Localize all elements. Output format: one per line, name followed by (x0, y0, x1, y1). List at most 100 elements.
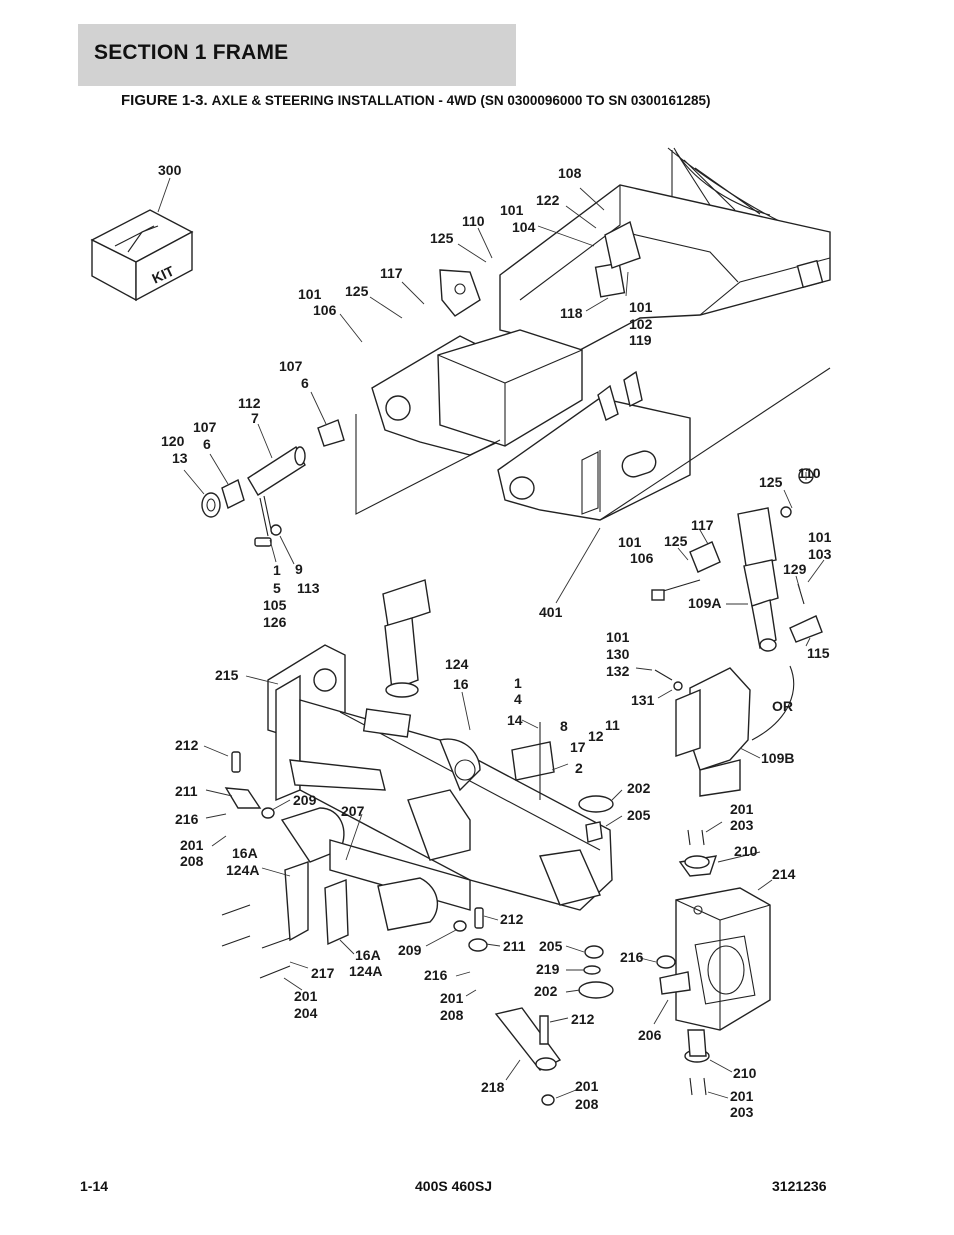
callout: 212 (175, 737, 199, 753)
callout: 216 (424, 967, 448, 983)
section-header: SECTION 1 FRAME (78, 24, 516, 86)
callout: 124A (226, 862, 259, 878)
callout: 4 (514, 691, 522, 707)
frame-assembly (355, 147, 831, 521)
callout: 132 (606, 663, 630, 679)
callout: 107 (279, 358, 303, 374)
callout: 1 (514, 675, 522, 691)
pivot-pin-parts (201, 419, 345, 547)
callout: 129 (783, 561, 807, 577)
leader-lines (157, 177, 825, 1099)
callout: 201 (294, 988, 318, 1004)
callout: 216 (620, 949, 644, 965)
callout: 217 (311, 965, 335, 981)
callout: 102 (629, 316, 653, 332)
callout: 2 (575, 760, 583, 776)
callout: 112 (238, 395, 261, 411)
callout: 106 (313, 302, 337, 318)
callout: 105 (263, 597, 287, 613)
callout: 16A (355, 947, 381, 963)
callout: 205 (539, 938, 563, 954)
callout: 202 (534, 983, 558, 999)
callout: 101 (618, 534, 642, 550)
callout: 125 (345, 283, 369, 299)
callout: 17 (570, 739, 586, 755)
callout: 101 (808, 529, 832, 545)
document-number: 3121236 (772, 1178, 827, 1194)
callout: 108 (558, 165, 582, 181)
callout: 125 (759, 474, 783, 490)
steering-knuckle (494, 829, 771, 1106)
callout: 126 (263, 614, 287, 630)
callout: 6 (301, 375, 309, 391)
callout: 8 (560, 718, 568, 734)
figure-caption: AXLE & STEERING INSTALLATION - 4WD (SN 0… (211, 93, 711, 108)
callout: 201 (575, 1078, 599, 1094)
callout: 103 (808, 546, 832, 562)
callout: 13 (172, 450, 188, 466)
callout: 210 (734, 843, 758, 859)
callout: 214 (772, 866, 796, 882)
callout: 211 (503, 938, 526, 954)
callout-labels: 300 108 122 110 101 104 125 117 101 106 … (158, 162, 832, 1120)
kit-box-icon: KIT (90, 209, 194, 302)
callout: 205 (627, 807, 651, 823)
callout: 300 (158, 162, 182, 178)
callout: 130 (606, 646, 630, 662)
callout: 16 (453, 676, 469, 692)
figure-number: FIGURE 1-3. (121, 92, 208, 109)
callout: 101 (606, 629, 630, 645)
or-label: OR (772, 698, 793, 714)
callout: 212 (571, 1011, 595, 1027)
callout: 14 (507, 712, 523, 728)
axle-assembly (221, 579, 614, 999)
callout: 107 (193, 419, 217, 435)
callout: 120 (161, 433, 185, 449)
callout: 201 (730, 801, 754, 817)
callout: 117 (691, 517, 714, 533)
callout: 201 (180, 837, 204, 853)
callout: 6 (203, 436, 211, 452)
callout: 125 (664, 533, 688, 549)
callout: 216 (175, 811, 199, 827)
callout: 215 (215, 667, 239, 683)
callout: 201 (730, 1088, 754, 1104)
callout: 101 (629, 299, 653, 315)
callout: 209 (398, 942, 422, 958)
callout: 212 (500, 911, 524, 927)
callout: 206 (638, 1027, 662, 1043)
figure-title: FIGURE 1-3. AXLE & STEERING INSTALLATION… (121, 92, 711, 109)
callout: 210 (733, 1065, 757, 1081)
model-number: 400S 460SJ (415, 1178, 493, 1194)
callout: 401 (539, 604, 563, 620)
callout: 12 (588, 728, 604, 744)
callout: 125 (430, 230, 454, 246)
callout: 110 (462, 213, 485, 229)
callout: 117 (380, 265, 403, 281)
callout: 109B (761, 750, 794, 766)
callout: 124 (445, 656, 469, 672)
callout: 202 (627, 780, 651, 796)
callout: 219 (536, 961, 560, 977)
callout: 124A (349, 963, 382, 979)
callout: 104 (512, 219, 536, 235)
callout: 118 (560, 305, 583, 321)
callout: 119 (629, 332, 652, 348)
page-number: 1-14 (80, 1178, 109, 1194)
callout: 1 (273, 562, 281, 578)
callout: 204 (294, 1005, 318, 1021)
callout: 16A (232, 845, 258, 861)
steering-cylinder (651, 468, 823, 652)
callout: 208 (180, 853, 204, 869)
callout: 110 (798, 465, 821, 481)
callout: 201 (440, 990, 464, 1006)
callout: 203 (730, 817, 754, 833)
callout: 203 (730, 1104, 754, 1120)
callout: 101 (500, 202, 524, 218)
steering-cylinder-alt (654, 665, 795, 797)
callout: 5 (273, 580, 281, 596)
callout: 207 (341, 803, 365, 819)
callout: 106 (630, 550, 654, 566)
callout: 11 (605, 717, 620, 733)
